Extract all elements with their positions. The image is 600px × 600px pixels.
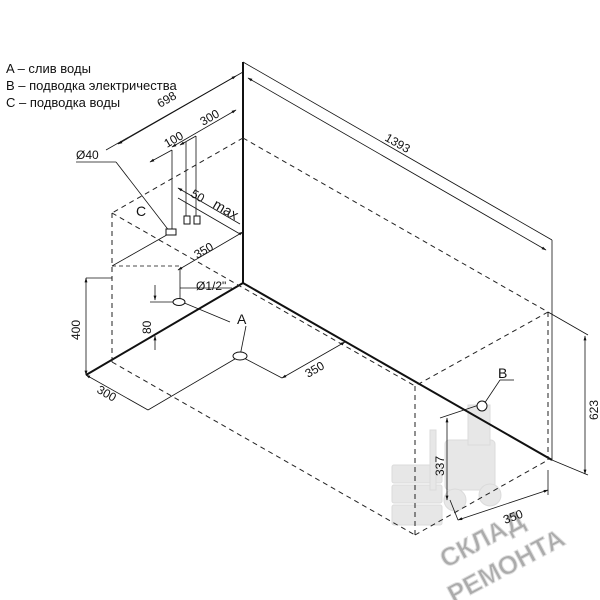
dim-698: 698	[155, 88, 180, 110]
fitting-1-2	[172, 298, 186, 306]
dimension-labels: 698 300 100 Ø40 50 max 350 Ø1/2" 400 80 …	[69, 88, 600, 527]
legend-item-c: C – подводка воды	[6, 95, 121, 110]
dim-50: 50	[189, 186, 208, 205]
dimension-lines	[76, 61, 589, 521]
dim-half-inch: Ø1/2"	[196, 279, 226, 293]
dim-400: 400	[69, 320, 83, 340]
dim-100: 100	[162, 128, 187, 150]
floor-left-edge	[85, 282, 244, 376]
floor-right-edge	[242, 282, 553, 461]
dim-max: max	[211, 196, 242, 223]
dim-623: 623	[587, 400, 600, 420]
dim-337: 337	[433, 456, 447, 476]
pipe-stub-1	[183, 215, 191, 225]
drain-point-a	[232, 351, 248, 361]
dim-300-top: 300	[198, 106, 223, 128]
dim-diameter-40: Ø40	[76, 148, 99, 162]
label-b: B	[498, 365, 507, 381]
fixtures	[165, 215, 488, 412]
label-a: A	[237, 311, 247, 327]
dim-80: 80	[140, 320, 154, 334]
dim-350-floor: 350	[303, 358, 328, 380]
electric-point-b	[476, 400, 488, 412]
point-labels: C A B	[136, 203, 507, 381]
dim-350-right: 350	[501, 507, 525, 527]
label-c: C	[136, 203, 146, 219]
water-supply-outlet	[165, 228, 177, 236]
watermark: СКЛАД РЕМОНТА	[391, 404, 570, 600]
dim-1393: 1393	[383, 130, 413, 156]
legend-item-a: A – слив воды	[6, 61, 91, 76]
dim-350-upper: 350	[192, 239, 217, 261]
dim-300-bottom: 300	[95, 382, 120, 404]
pipe-stub-2	[193, 215, 201, 225]
